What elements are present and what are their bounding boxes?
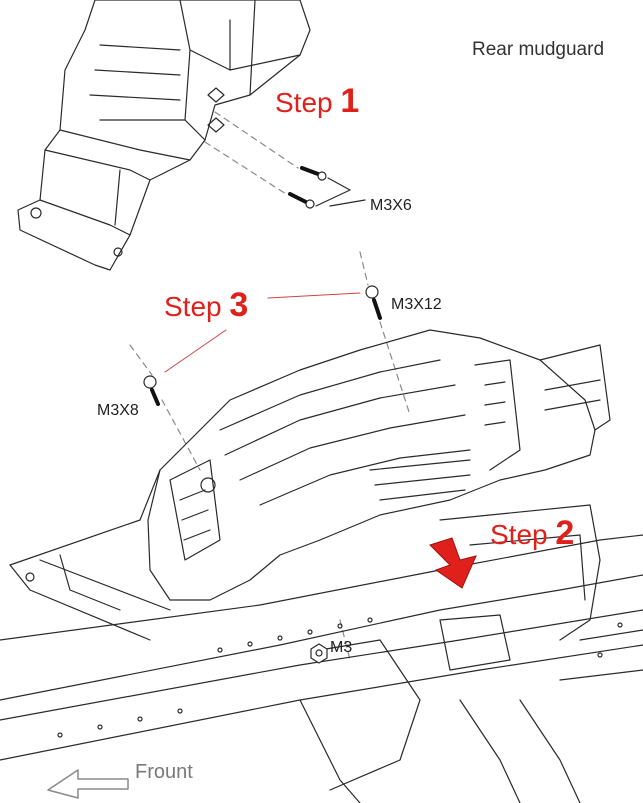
alignment-lines xyxy=(129,111,411,661)
mudguard-part xyxy=(17,0,311,271)
page-title: Rear mudguard xyxy=(472,39,605,60)
step-2-word: Step xyxy=(490,519,548,550)
mounted-mudguard xyxy=(9,329,611,641)
step-2-number: 2 xyxy=(555,514,575,552)
part-label-m3x6: M3X6 xyxy=(370,197,412,214)
step3-screws xyxy=(143,285,382,406)
step-1-number: 1 xyxy=(340,82,360,120)
front-label: Frount xyxy=(135,761,193,783)
step-1-label: Step 1 xyxy=(275,84,359,118)
m3-nut xyxy=(310,643,328,664)
step-1-word: Step xyxy=(275,87,333,118)
step-3-word: Step xyxy=(164,291,222,322)
step2-arrow xyxy=(429,537,477,589)
part-label-m3x8: M3X8 xyxy=(97,402,139,419)
front-arrow-icon xyxy=(47,769,129,799)
step-3-number: 3 xyxy=(229,286,249,324)
part-label-m3x12: M3X12 xyxy=(391,296,442,313)
step-3-label: Step 3 xyxy=(164,288,248,322)
step-2-label: Step 2 xyxy=(490,516,574,550)
part-label-m3: M3 xyxy=(330,639,353,656)
m3x6-screws xyxy=(288,166,366,209)
